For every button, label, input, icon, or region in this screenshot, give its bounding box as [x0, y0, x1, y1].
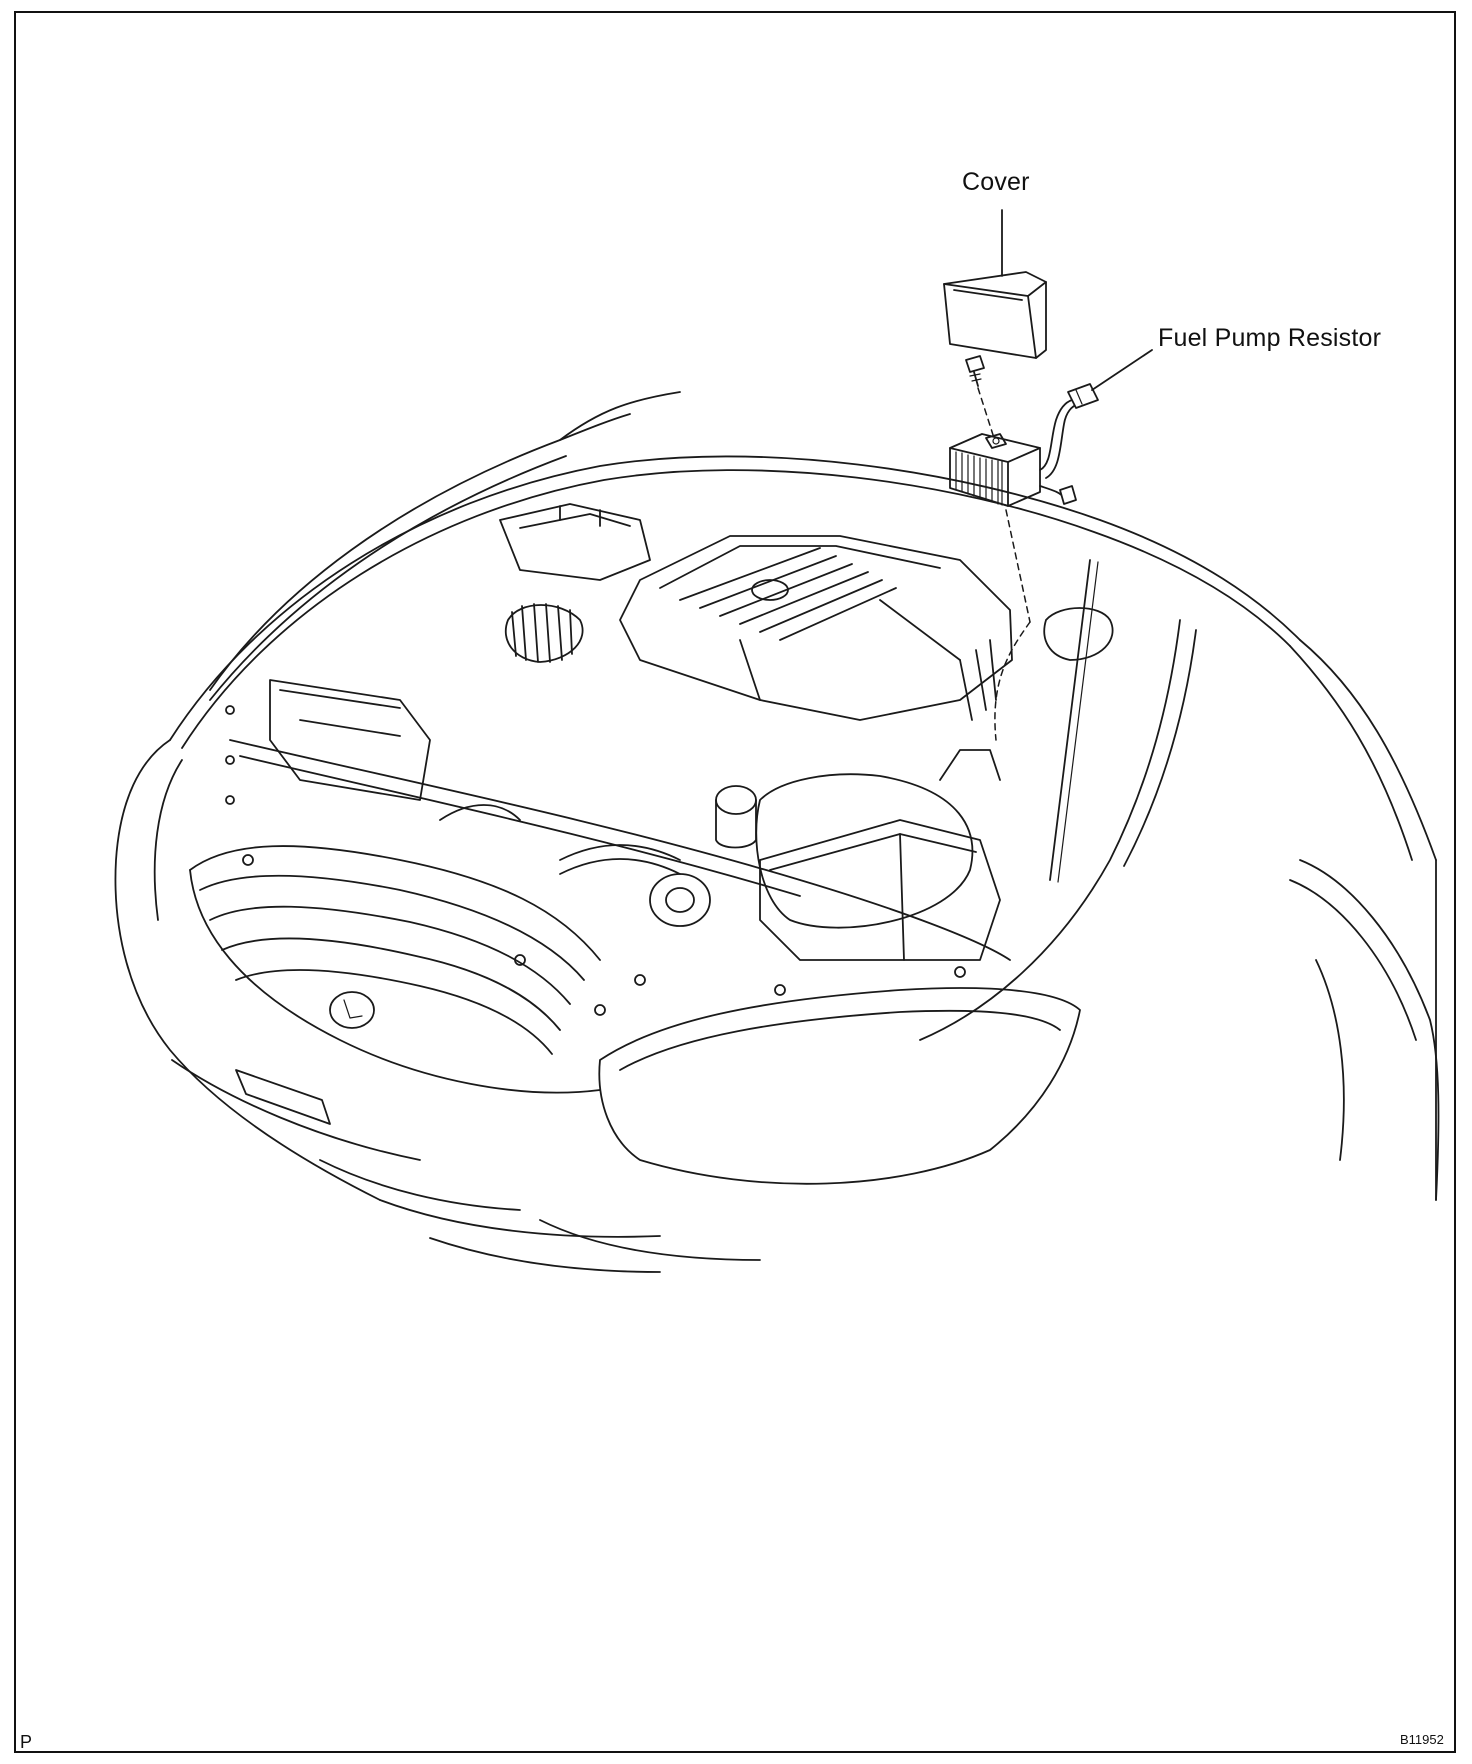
resistor-install-path — [994, 621, 1031, 741]
car-body-outline — [114, 391, 1440, 1273]
engine-components — [225, 503, 1114, 1016]
resistor-leader-line — [1091, 349, 1153, 391]
fuel-pump-resistor-part — [949, 383, 1099, 507]
figure-code: B11952 — [1400, 1732, 1444, 1747]
screw-part — [965, 355, 985, 387]
diagram-frame — [14, 11, 1456, 1753]
fuel-pump-resistor-label: Fuel Pump Resistor — [1158, 324, 1382, 352]
resistor-dashed-line — [1005, 509, 1031, 623]
view-letter: P — [20, 1732, 33, 1752]
cover-part — [943, 271, 1047, 359]
screw-dashed-line — [977, 387, 995, 439]
cover-label: Cover — [962, 168, 1030, 196]
